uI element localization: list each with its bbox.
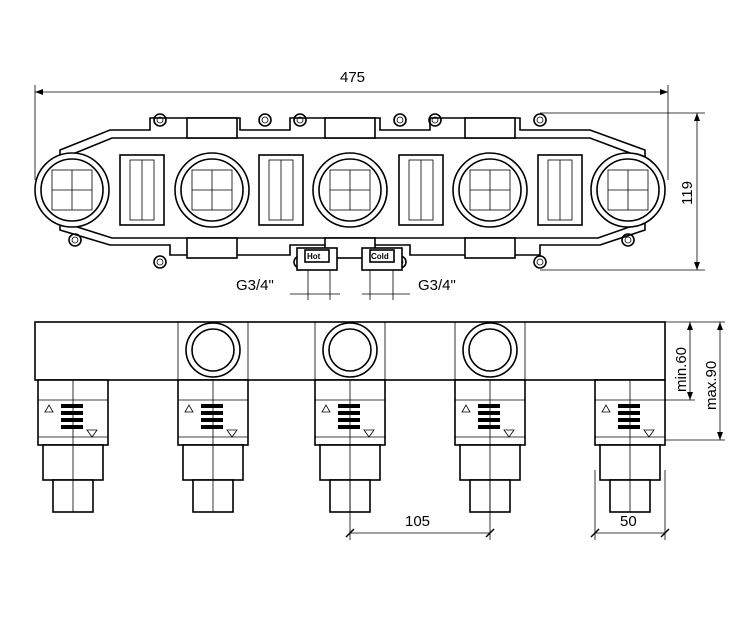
mounting-hole [258,113,272,127]
outlet-width-dimension: 50 [620,513,637,530]
inlet-cold-thread: G3/4" [418,277,456,294]
mounting-hole [153,113,167,127]
mounting-hole [293,113,307,127]
pitch-dimension: 105 [405,513,430,530]
mounting-hole [621,233,635,247]
mounting-hole [393,113,407,127]
top-view: 475 119 Hot Cold G3/4" G3/4" [34,69,705,300]
mounting-hole [153,255,167,269]
width-dimension: 475 [340,69,365,86]
height-dimension: 119 [679,181,696,205]
side-port [185,322,241,378]
side-port [462,322,518,378]
inlet-hot-thread: G3/4" [236,277,274,294]
mounting-hole [68,233,82,247]
mounting-hole [533,255,547,269]
hot-label: Hot [307,252,321,261]
mounting-hole [533,113,547,127]
min-depth: min.60 [673,347,690,392]
side-port [322,322,378,378]
max-depth: max.90 [703,361,720,410]
cold-label: Cold [371,252,389,261]
side-view: min.60 max.90 105 50 [34,321,725,540]
mounting-hole [428,113,442,127]
